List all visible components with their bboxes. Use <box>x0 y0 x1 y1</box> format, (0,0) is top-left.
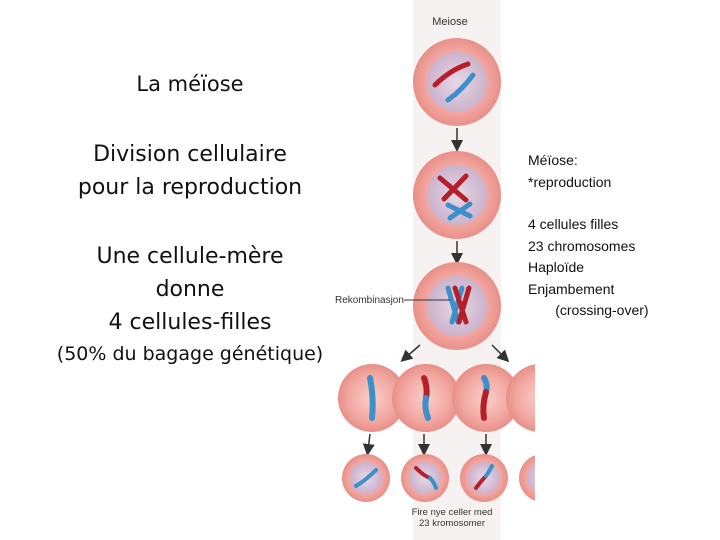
cell-2 <box>413 151 501 239</box>
mother-cell-line-2: donne <box>155 277 225 302</box>
notes-line-1: *reproduction <box>528 173 612 190</box>
notes-spacer <box>528 193 708 214</box>
arrow-left-split <box>400 344 421 362</box>
notes-line-6: (crossing-over) <box>528 302 649 318</box>
genetic-percent-text: (50% du bagage génétique) <box>56 343 324 365</box>
notes-panel: Méïose: *reproduction 4 cellules filles … <box>528 150 708 322</box>
division-line-2: pour la reproduction <box>77 175 303 200</box>
mother-cell-line-3: 4 cellules-filles <box>108 310 272 335</box>
bottom-label-line-1: Fire nye celler med <box>412 507 493 518</box>
division-text: Division cellulaire pour la reproduction <box>40 138 340 204</box>
red-chromosome <box>437 173 469 203</box>
cell-3 <box>413 262 501 350</box>
slide-title: La méïose <box>136 72 244 96</box>
daughter-cell-1 <box>342 454 390 502</box>
meiosis-diagram: Meiose Rekombinasjon <box>335 0 535 540</box>
dividing-cell-right <box>452 364 535 432</box>
cell-1 <box>413 38 501 126</box>
arrow-right-split <box>491 344 510 363</box>
meiosis-label: Meiose <box>432 16 467 28</box>
daughter-cell-3 <box>460 454 508 502</box>
notes-line-5: Enjambement <box>528 280 615 297</box>
notes-line-3: 23 chromosomes <box>528 237 636 254</box>
notes-line-2: 4 cellules filles <box>528 216 619 232</box>
red-chromosome <box>432 61 471 88</box>
division-line-1: Division cellulaire <box>93 142 287 167</box>
notes-line-4: Haploïde <box>528 259 585 275</box>
blue-chromosome <box>445 72 476 103</box>
daughter-cell-2 <box>401 454 449 502</box>
mother-cell-text: Une cellule-mère donne 4 cellules-filles <box>40 240 340 339</box>
recombination-label: Rekombinasjon <box>335 295 404 306</box>
blue-chromosome <box>445 201 473 221</box>
arrow-down-d1 <box>362 433 375 456</box>
notes-heading: Méïose: <box>528 152 578 168</box>
mother-cell-line-1: Une cellule-mère <box>96 244 284 269</box>
daughter-cell-4 <box>519 455 535 501</box>
bottom-label-line-2: 23 kromosomer <box>419 518 485 529</box>
dividing-cell-left <box>338 364 460 432</box>
